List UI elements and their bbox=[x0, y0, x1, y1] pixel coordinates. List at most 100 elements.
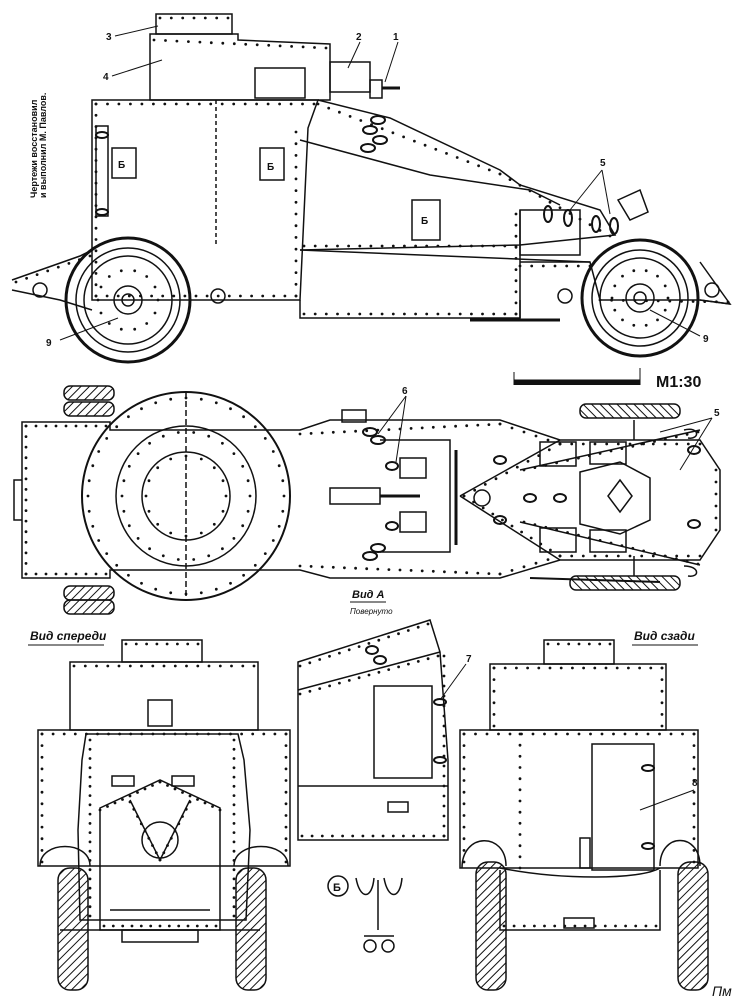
rivet bbox=[121, 798, 124, 801]
rivet bbox=[94, 204, 98, 208]
rivet bbox=[140, 581, 143, 585]
rivet bbox=[107, 732, 110, 736]
side-view bbox=[11, 13, 732, 364]
rivet bbox=[127, 294, 131, 298]
rivet bbox=[514, 257, 518, 260]
rivet bbox=[624, 924, 627, 928]
rivet bbox=[88, 803, 92, 807]
rivet bbox=[186, 642, 190, 646]
rivet bbox=[119, 327, 123, 331]
rivet bbox=[331, 565, 335, 569]
rivet bbox=[445, 152, 448, 155]
rivet bbox=[442, 804, 446, 808]
rivet bbox=[25, 276, 28, 280]
callout-7: 7 bbox=[466, 654, 472, 665]
rivet bbox=[610, 296, 614, 300]
rivet bbox=[377, 670, 381, 674]
rivet bbox=[173, 664, 177, 668]
rivet bbox=[294, 177, 298, 181]
rivet bbox=[320, 834, 324, 838]
callout-1: 1 bbox=[393, 32, 399, 43]
rivet bbox=[598, 642, 602, 646]
rivet bbox=[533, 924, 536, 928]
rivet bbox=[196, 664, 200, 668]
rivet bbox=[181, 16, 185, 20]
rivet bbox=[605, 554, 609, 558]
rivet bbox=[88, 822, 92, 825]
rivet bbox=[24, 498, 28, 502]
rivet bbox=[632, 269, 636, 273]
rivet bbox=[289, 102, 293, 106]
rivet bbox=[87, 479, 91, 483]
rivet bbox=[403, 312, 406, 316]
rivet bbox=[320, 431, 324, 435]
rivet bbox=[391, 312, 395, 316]
rivet bbox=[510, 524, 514, 528]
rivet bbox=[105, 437, 109, 440]
rivet bbox=[177, 822, 181, 826]
rivet bbox=[302, 244, 306, 248]
rivet bbox=[224, 494, 228, 498]
rivet bbox=[298, 692, 302, 696]
rivet bbox=[547, 448, 551, 452]
rivet bbox=[88, 886, 92, 890]
rivet bbox=[281, 509, 285, 513]
rivet bbox=[24, 445, 28, 449]
rivet bbox=[526, 666, 529, 670]
rivet bbox=[232, 840, 236, 844]
top-rivets bbox=[24, 396, 718, 596]
rivet bbox=[104, 572, 108, 576]
rivet bbox=[88, 877, 92, 881]
rivet bbox=[644, 323, 648, 327]
rivet bbox=[127, 524, 131, 528]
rivet bbox=[588, 223, 592, 227]
rivet bbox=[40, 767, 44, 771]
rivet bbox=[571, 666, 574, 670]
rivet bbox=[681, 732, 684, 736]
rivet bbox=[158, 858, 162, 862]
rivet bbox=[518, 810, 522, 814]
view-a-drawing bbox=[297, 619, 449, 841]
rivet bbox=[608, 642, 612, 646]
rivet bbox=[692, 849, 696, 852]
rivet bbox=[376, 567, 380, 571]
rivet bbox=[587, 642, 591, 646]
rivet bbox=[167, 924, 171, 928]
rivet bbox=[577, 456, 580, 460]
rivet bbox=[674, 435, 678, 439]
callout-4: 4 bbox=[103, 72, 109, 83]
rivet bbox=[692, 790, 696, 794]
rivet bbox=[581, 554, 585, 558]
rivet bbox=[294, 165, 298, 169]
rivet bbox=[209, 102, 213, 106]
rivet bbox=[588, 264, 592, 268]
rivet bbox=[97, 539, 101, 542]
rivet bbox=[359, 119, 363, 122]
rivet bbox=[343, 430, 346, 434]
rivet bbox=[465, 571, 469, 575]
rivet bbox=[205, 294, 209, 298]
rivet bbox=[476, 571, 480, 575]
rivet bbox=[442, 754, 446, 758]
rivet bbox=[246, 509, 250, 513]
rivet bbox=[161, 294, 165, 298]
rivet bbox=[124, 642, 128, 646]
rivet bbox=[654, 924, 658, 928]
rivet bbox=[553, 924, 557, 928]
rivet bbox=[518, 788, 522, 792]
rivet bbox=[252, 664, 256, 668]
rivet bbox=[318, 687, 322, 690]
rivet bbox=[462, 837, 466, 841]
rivet bbox=[162, 851, 166, 855]
rivet bbox=[126, 415, 130, 419]
rivet bbox=[543, 732, 546, 736]
detail-b-label: Б bbox=[333, 882, 341, 894]
rivet bbox=[253, 425, 257, 429]
rivet bbox=[196, 798, 199, 801]
rivet bbox=[522, 520, 526, 524]
rivet bbox=[442, 684, 446, 688]
rivet bbox=[218, 664, 222, 668]
rivet bbox=[78, 258, 81, 262]
rivet bbox=[558, 442, 562, 446]
rivet bbox=[556, 642, 560, 646]
